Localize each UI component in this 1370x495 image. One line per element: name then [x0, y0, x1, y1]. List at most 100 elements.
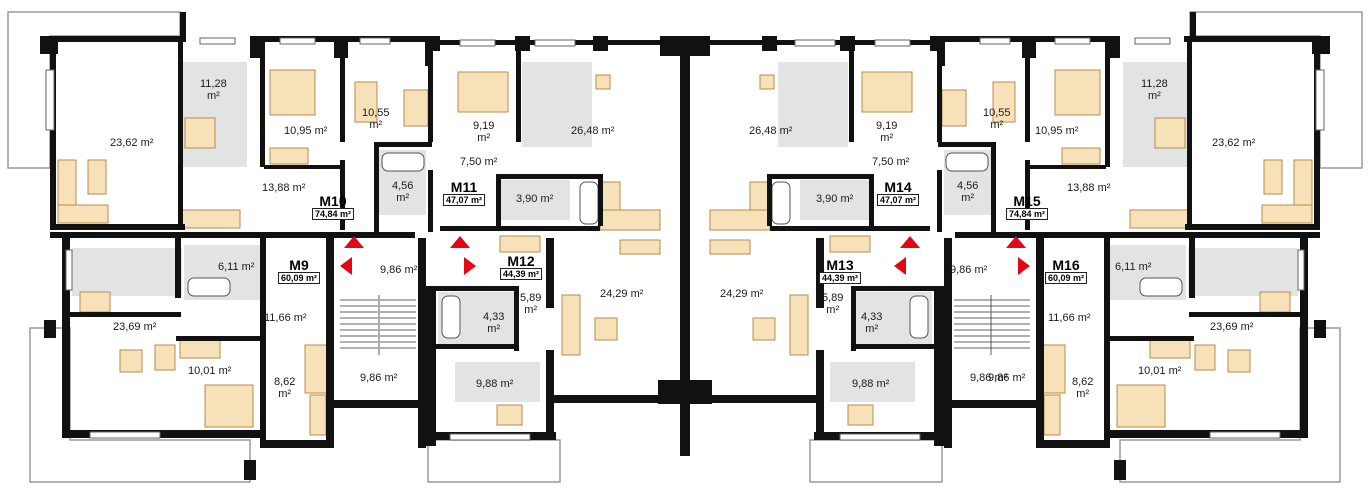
- wall: [1300, 238, 1308, 438]
- kitchen-floor: [182, 62, 247, 167]
- sofa: [561, 294, 581, 356]
- window: [874, 39, 911, 47]
- room-label: 6,11 m²: [218, 261, 255, 273]
- column: [1114, 460, 1126, 480]
- kitchen-floor: [830, 362, 915, 402]
- wall: [690, 36, 710, 56]
- kitchen-floor: [522, 62, 592, 147]
- bed: [457, 71, 509, 113]
- entry-arrow: [900, 236, 920, 248]
- wall: [62, 238, 70, 438]
- column: [244, 460, 256, 480]
- wall: [1184, 36, 1320, 42]
- room-label: 9,86 m²: [360, 372, 398, 384]
- wall: [440, 226, 600, 231]
- window: [279, 37, 316, 45]
- room-label: 23,69 m²: [1210, 321, 1254, 333]
- bathtub: [945, 152, 989, 172]
- windows: [45, 37, 1325, 441]
- room-label: 11,66 m²: [264, 312, 307, 324]
- window: [1297, 249, 1305, 291]
- room-label: 9,88 m²: [476, 378, 514, 390]
- dining-table: [1259, 291, 1291, 313]
- room-label: 24,29 m²: [720, 288, 764, 300]
- wall: [546, 238, 554, 308]
- wall: [593, 36, 608, 51]
- bathtub: [579, 181, 599, 225]
- bathtubs: [187, 152, 1183, 339]
- window: [459, 39, 496, 47]
- bath-floor: [500, 180, 570, 220]
- window: [979, 37, 1011, 45]
- bathtub: [771, 181, 791, 225]
- wall: [436, 286, 516, 291]
- furniture: [57, 69, 1313, 436]
- wall: [1036, 238, 1044, 448]
- wall: [264, 165, 344, 169]
- wall: [955, 232, 1320, 238]
- wardrobe: [1129, 209, 1189, 229]
- bathtub: [909, 295, 929, 339]
- wall: [770, 226, 930, 231]
- room-label: 13,88 m²: [262, 182, 306, 194]
- coffee-table: [1227, 349, 1251, 373]
- wall: [340, 160, 345, 230]
- entry-arrow: [340, 257, 352, 275]
- armchair: [941, 89, 967, 127]
- wall: [937, 170, 942, 232]
- wall: [326, 238, 334, 448]
- wardrobe: [181, 209, 241, 229]
- wall: [767, 176, 772, 226]
- wall: [1105, 42, 1110, 167]
- bed: [204, 384, 254, 428]
- window: [65, 249, 73, 291]
- wall: [178, 42, 183, 230]
- terrace-bottom-mid-left: [427, 439, 561, 483]
- room-label: 23,62 m²: [1212, 137, 1256, 149]
- wall: [937, 42, 942, 142]
- wardrobe: [309, 394, 327, 436]
- room-label: 26,48 m²: [749, 125, 793, 137]
- wall: [767, 174, 874, 179]
- window: [1134, 37, 1171, 45]
- sofa: [789, 294, 809, 356]
- dining-table: [184, 117, 216, 149]
- wall: [428, 170, 433, 232]
- wall: [816, 350, 824, 440]
- bathtub: [381, 152, 425, 172]
- armchair: [709, 239, 751, 255]
- coffee-table: [119, 349, 143, 373]
- bed: [1116, 384, 1166, 428]
- armchair: [1194, 344, 1216, 371]
- armchair: [595, 74, 611, 90]
- room-label: 10,01 m²: [1138, 365, 1182, 377]
- window: [1209, 431, 1281, 439]
- wall: [1189, 238, 1195, 298]
- sofa: [599, 209, 661, 231]
- window: [1315, 69, 1325, 131]
- wall: [1106, 336, 1194, 341]
- column: [44, 320, 56, 338]
- wall: [260, 440, 330, 448]
- room-label: 7,50 m²: [460, 156, 498, 168]
- entry-arrow: [344, 236, 364, 248]
- bed: [992, 81, 1016, 123]
- entry-arrow: [894, 257, 906, 275]
- kitchen-floor: [72, 248, 182, 296]
- wall: [1312, 36, 1330, 54]
- coffee-table: [594, 317, 618, 341]
- wall: [1108, 430, 1308, 438]
- room-label: 23,69 m²: [113, 321, 157, 333]
- armchair: [759, 74, 775, 90]
- bath-floor: [800, 180, 870, 220]
- wall: [1187, 42, 1192, 230]
